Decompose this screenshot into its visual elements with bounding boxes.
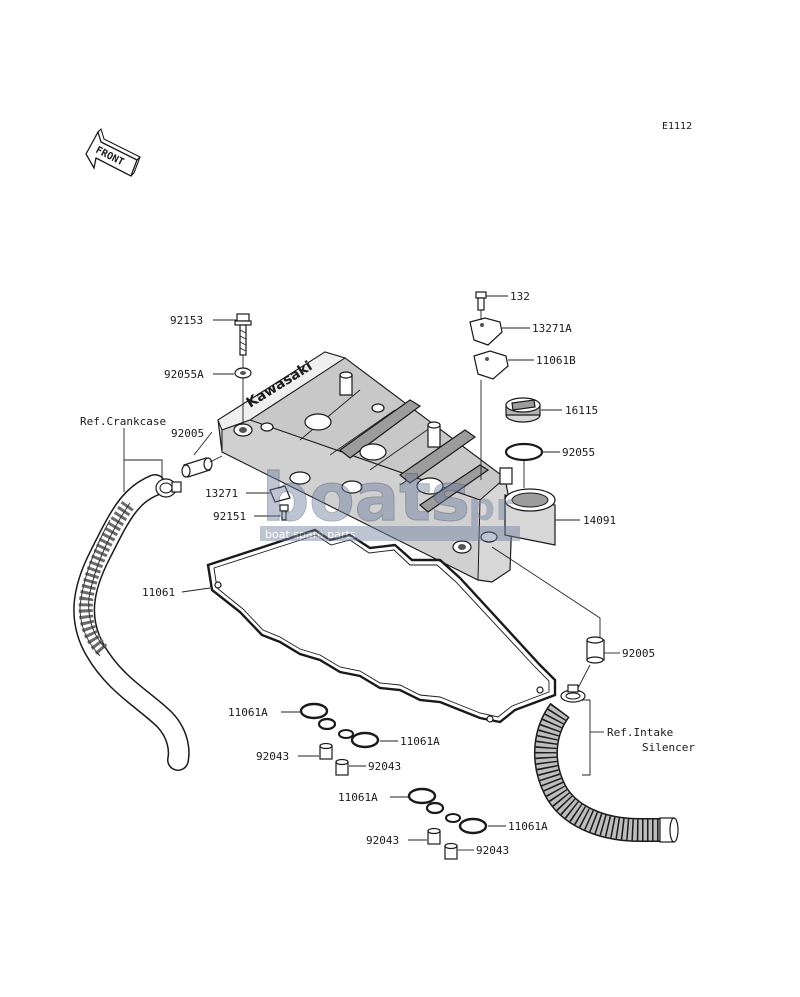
label-16115: 16115	[565, 404, 598, 417]
diagram-code: E1112	[662, 121, 692, 132]
bolt-132	[475, 291, 487, 311]
bolt-92153	[234, 313, 252, 356]
label-92005-right: 92005	[622, 647, 655, 660]
plate-13271	[269, 485, 291, 503]
label-92043-1: 92043	[256, 750, 289, 763]
cover-plate-13271A	[469, 317, 503, 346]
head-cover-gasket	[206, 528, 557, 724]
label-92151: 92151	[213, 510, 246, 523]
label-11061A-4: 11061A	[508, 820, 548, 833]
watermark-main: boats	[262, 459, 470, 536]
oil-filler-cap-16115	[505, 397, 541, 423]
collar-92043-group1	[319, 742, 349, 776]
label-92043-3: 92043	[366, 834, 399, 847]
watermark-suffix: pr	[468, 485, 514, 529]
crankcase-hose	[73, 474, 190, 771]
bolt-92151	[279, 504, 289, 521]
label-11061B: 11061B	[536, 354, 576, 367]
o-ring-11061A-group1-right	[338, 729, 380, 749]
watermark-sub: boat spare parts	[265, 528, 356, 541]
label-132: 132	[510, 290, 530, 303]
label-11061A-3: 11061A	[338, 791, 378, 804]
label-92043-4: 92043	[476, 844, 509, 857]
label-92055: 92055	[562, 446, 595, 459]
collar-92043-group2	[427, 827, 458, 860]
label-11061A-1: 11061A	[228, 706, 268, 719]
washer-92055A	[234, 367, 252, 379]
front-arrow-icon: FRONT	[85, 127, 141, 177]
ref-silencer-label: Silencer	[642, 741, 695, 754]
label-92005-left: 92005	[171, 427, 204, 440]
hose-clamp-left	[155, 478, 182, 498]
label-13271: 13271	[205, 487, 238, 500]
watermark: boats pr boat spare parts	[260, 459, 520, 541]
o-ring-11061A-group2-large	[407, 787, 445, 815]
hose-clamp-right	[560, 684, 586, 703]
o-ring-11061A-group2-right	[445, 813, 488, 835]
label-92055A: 92055A	[164, 368, 204, 381]
label-92153: 92153	[170, 314, 203, 327]
fitting-92005-left	[181, 457, 213, 478]
label-92043-2: 92043	[368, 760, 401, 773]
ref-crankcase-label: Ref.Crankcase	[80, 415, 166, 428]
label-11061: 11061	[142, 586, 175, 599]
gasket-11061B	[473, 350, 509, 380]
cylinder-head-cover: Kawasaki	[217, 351, 556, 583]
ref-intake-label: Ref.Intake	[607, 726, 673, 739]
fitting-92005-right	[586, 636, 605, 664]
o-ring-92055	[504, 442, 544, 462]
intake-silencer-hose	[533, 702, 679, 843]
label-11061A-2: 11061A	[400, 735, 440, 748]
label-13271A: 13271A	[532, 322, 572, 335]
label-14091: 14091	[583, 514, 616, 527]
o-ring-11061A-group1-large	[299, 702, 337, 731]
